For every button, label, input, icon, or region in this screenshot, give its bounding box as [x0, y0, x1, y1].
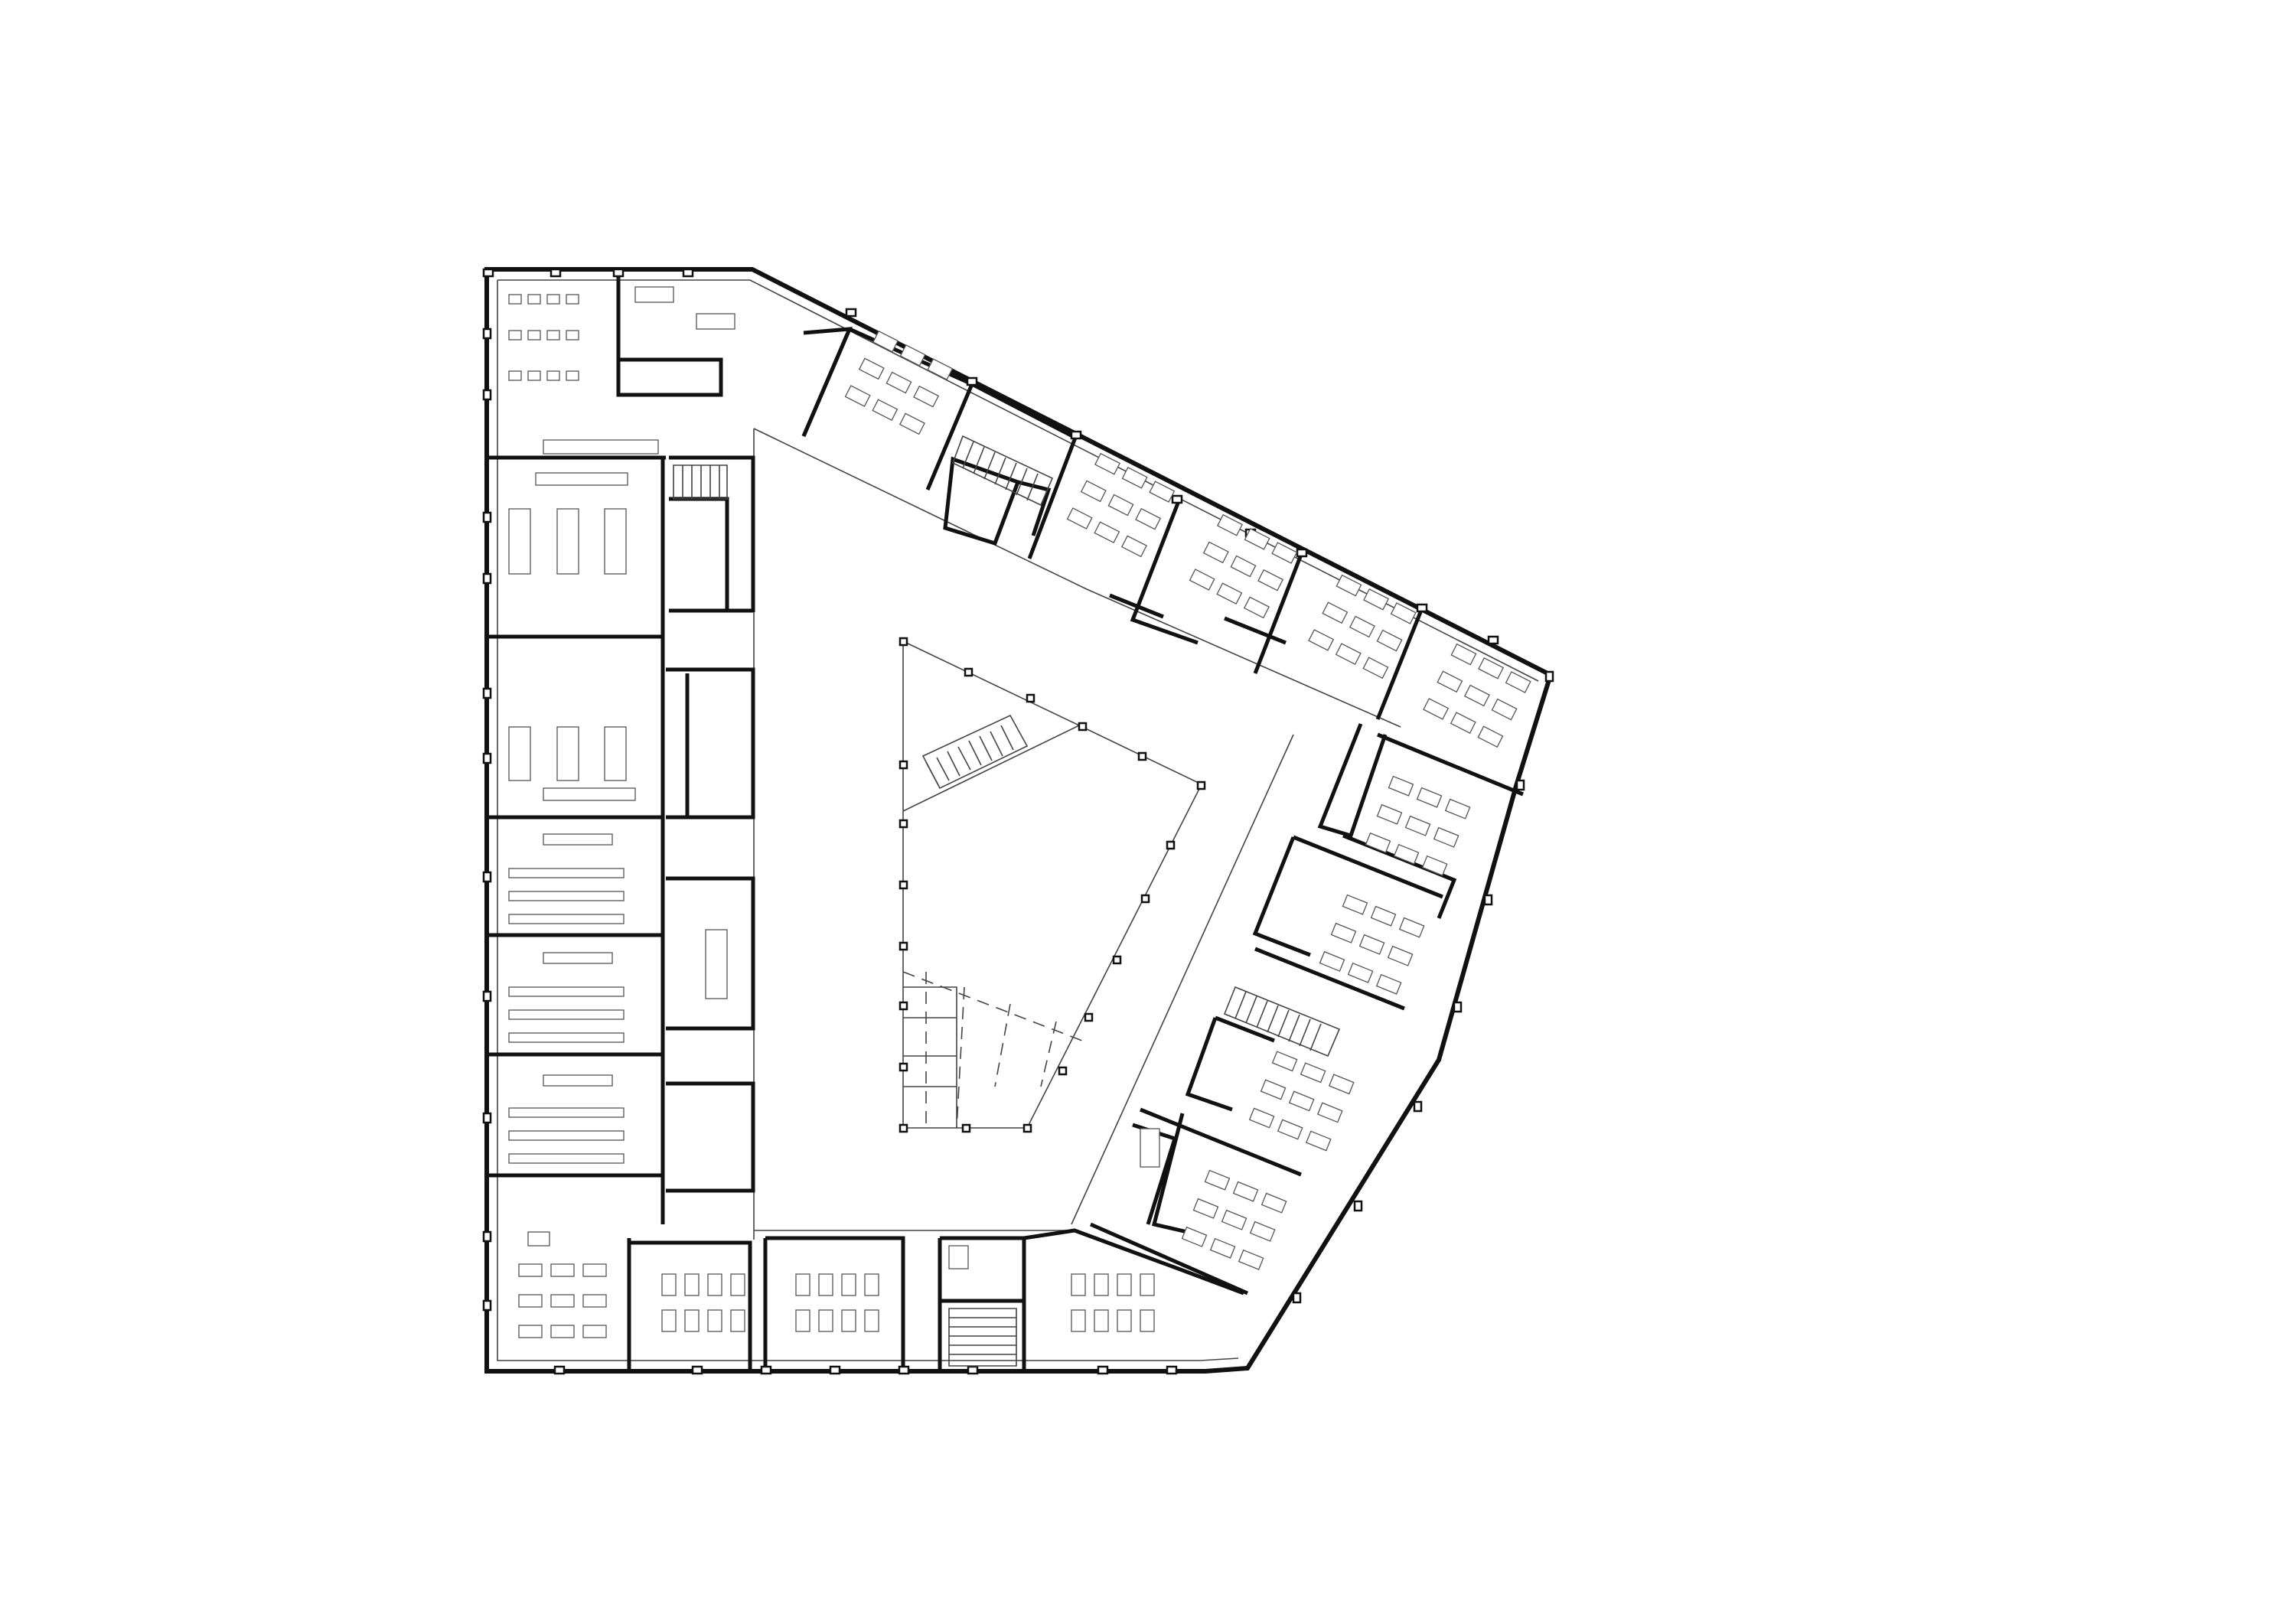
- furniture: [508, 286, 1531, 1338]
- stairs: [673, 435, 1341, 1367]
- atrium: [899, 637, 1206, 1133]
- atrium-columns: [899, 637, 1206, 1133]
- facade-columns: [482, 268, 1554, 1375]
- south-wing: [627, 1228, 1244, 1371]
- west-wing: [487, 274, 755, 1224]
